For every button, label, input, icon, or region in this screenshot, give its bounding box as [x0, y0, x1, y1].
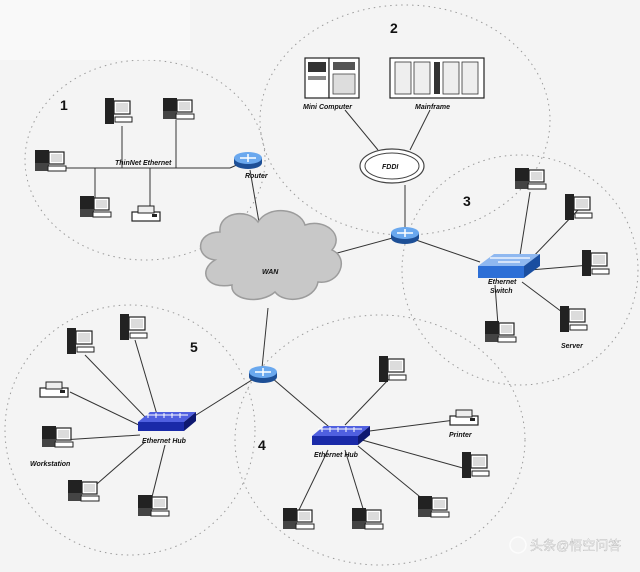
- zone-5-boundary: [4, 304, 256, 556]
- zone-number-4: 4: [258, 437, 266, 453]
- mini-computer-label: Mini Computer: [303, 104, 353, 111]
- server-tower-icon[interactable]: [564, 193, 593, 221]
- ethernet-hub-right-label: Ethernet Hub: [314, 452, 359, 459]
- router-icon-right[interactable]: [390, 226, 420, 245]
- network-links: [60, 109, 591, 516]
- computer-icon[interactable]: [351, 507, 384, 530]
- computer-icon[interactable]: [461, 451, 490, 479]
- computer-icon[interactable]: [104, 97, 133, 125]
- computer-icon[interactable]: [581, 249, 610, 277]
- watermark: 头条@悟空问答: [509, 536, 621, 554]
- thinnet-ethernet-label: ThinNet Ethernet: [115, 160, 172, 167]
- router-icon-top-left[interactable]: [233, 151, 263, 170]
- fddi-ring-icon[interactable]: [359, 148, 425, 184]
- zone-3-boundary: [401, 154, 639, 386]
- ethernet-switch-icon[interactable]: [478, 254, 540, 278]
- computer-icon[interactable]: [119, 313, 148, 341]
- zone-4-boundary: [234, 314, 526, 566]
- ethernet-hub-left-icon[interactable]: [137, 411, 197, 432]
- ethernet-hub-left-label: Ethernet Hub: [142, 438, 187, 445]
- printer-label: Printer: [449, 432, 473, 439]
- computer-icon[interactable]: [484, 320, 517, 343]
- computer-icon[interactable]: [514, 167, 547, 190]
- computer-icon[interactable]: [282, 507, 315, 530]
- zone-number-1: 1: [60, 97, 68, 113]
- workstation-label: Workstation: [30, 461, 70, 468]
- server-icon[interactable]: [559, 305, 588, 333]
- mainframe-icon[interactable]: [389, 57, 485, 99]
- computer-icon[interactable]: [67, 479, 100, 502]
- computer-icon[interactable]: [34, 149, 67, 172]
- zone-number-2: 2: [390, 20, 398, 36]
- router-label: Router: [245, 173, 269, 180]
- ethernet-switch-label-line1: Ethernet: [488, 279, 517, 286]
- faded-header-area: [0, 0, 190, 60]
- ethernet-switch-label-line2: Switch: [490, 288, 513, 295]
- server-label: Server: [561, 343, 584, 350]
- computer-icon[interactable]: [417, 495, 450, 518]
- computer-icon[interactable]: [162, 97, 195, 120]
- router-icon-bottom[interactable]: [248, 365, 278, 384]
- mainframe-label: Mainframe: [415, 104, 450, 111]
- fddi-label: FDDI: [382, 164, 399, 171]
- mini-computer-icon[interactable]: [304, 57, 360, 99]
- zone-1-boundary: [24, 59, 266, 261]
- computer-icon[interactable]: [378, 355, 407, 383]
- wan-label: WAN: [262, 269, 279, 276]
- computer-icon[interactable]: [66, 327, 95, 355]
- computer-icon[interactable]: [79, 195, 112, 218]
- watermark-text: 头条@悟空问答: [530, 538, 621, 553]
- ethernet-hub-right-icon[interactable]: [311, 425, 371, 446]
- zone-number-5: 5: [190, 339, 198, 355]
- printer-icon[interactable]: [39, 381, 69, 398]
- workstation-icon[interactable]: [41, 425, 74, 448]
- printer-icon[interactable]: [131, 205, 161, 222]
- zone-number-3: 3: [463, 193, 471, 209]
- computer-icon[interactable]: [137, 494, 170, 517]
- printer-icon[interactable]: [449, 409, 479, 426]
- wan-cloud: [199, 209, 343, 301]
